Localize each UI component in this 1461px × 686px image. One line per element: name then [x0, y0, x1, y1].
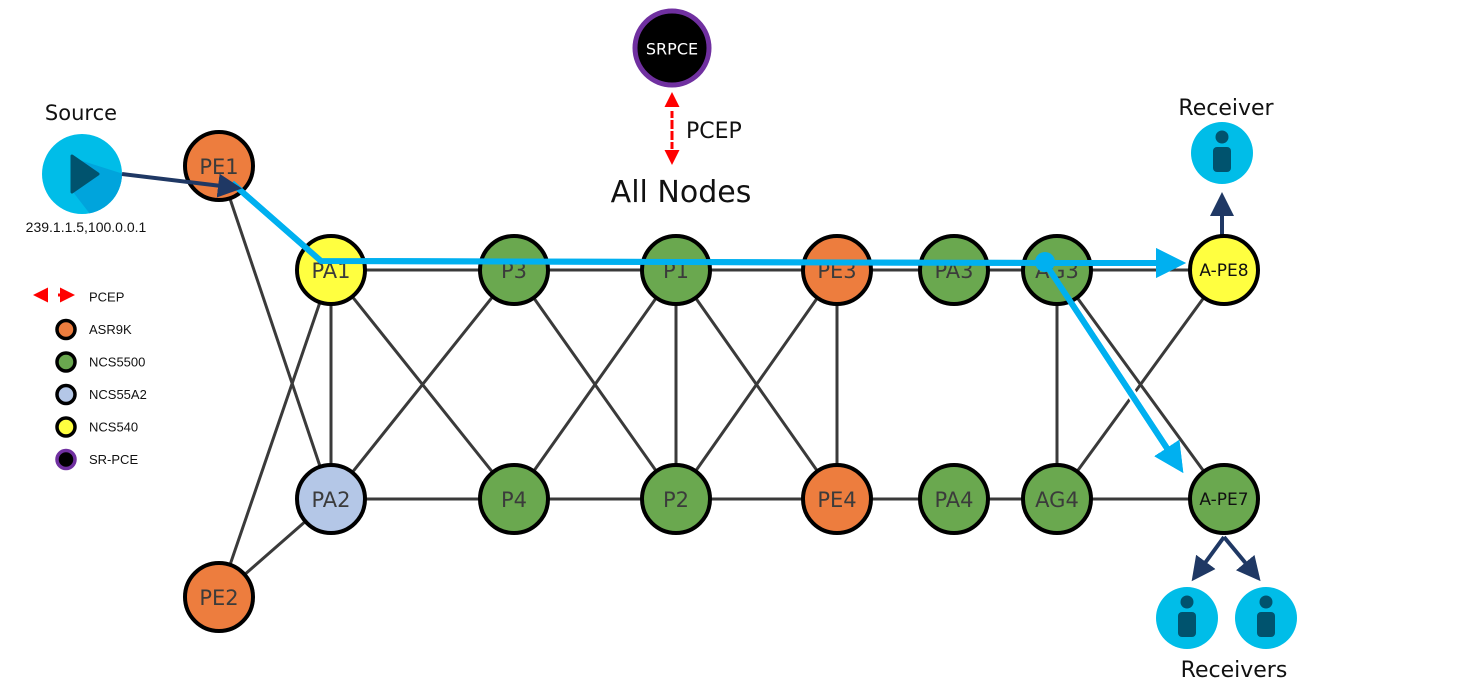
person-icon-body: [1257, 612, 1275, 637]
ape7-to-receiver2-arrow: [1222, 535, 1261, 582]
srpce-legend-icon: [55, 448, 77, 471]
router-circle: [183, 561, 255, 633]
receiver-label: Receiver: [1178, 96, 1274, 121]
receiver-endpoint-2[interactable]: [1235, 587, 1297, 649]
receiver-endpoint-1[interactable]: [1156, 587, 1218, 649]
ncs55a2-legend-icon: [55, 383, 77, 406]
router-circle: [918, 234, 990, 306]
person-icon-head: [1180, 595, 1194, 609]
router-circle: [1021, 234, 1093, 306]
link-p4-p1: [512, 269, 678, 500]
ncs5500-legend-icon: [55, 351, 77, 373]
all-nodes-label: All Nodes: [611, 175, 752, 210]
router-node-pa4[interactable]: PA4: [918, 463, 990, 535]
router-circle: [478, 463, 550, 535]
source-endpoint[interactable]: [42, 134, 130, 214]
router-label: PA2: [311, 488, 350, 512]
legend-item-ncs55a2: NCS55A2: [55, 383, 147, 406]
router-circle: [640, 234, 712, 306]
legend-label: ASR9K: [89, 322, 132, 337]
legend-label: PCEP: [89, 290, 124, 305]
source-to-pe1-arrow: [121, 172, 242, 198]
srpce-label: SRPCE: [646, 40, 698, 59]
router-node-pe3[interactable]: PE3: [801, 234, 873, 306]
router-circle: [478, 234, 550, 306]
multicast-path-branch-ape7-overlay: [1042, 261, 1184, 474]
router-circle: [640, 463, 712, 535]
legend-label: NCS540: [89, 420, 138, 435]
receiver-endpoint[interactable]: [1191, 122, 1253, 184]
replication-point-dot: [1035, 252, 1055, 272]
router-label: P4: [501, 488, 527, 512]
nodes-layer: PE1PE2PA1PA2P3P4P1P2PE3PE4PA3PA4AG3AG4A-…: [183, 130, 1260, 633]
receivers-label: Receivers: [1181, 658, 1288, 683]
person-icon-head: [1215, 130, 1229, 144]
router-node-pa2[interactable]: PA2: [295, 463, 367, 535]
legend-label: NCS55A2: [89, 387, 147, 402]
router-circle: [1021, 463, 1093, 535]
router-circle: [918, 463, 990, 535]
link-pe1-pa2: [217, 165, 333, 500]
person-icon-body: [1178, 612, 1196, 637]
router-node-pe2[interactable]: PE2: [183, 561, 255, 633]
play-icon: [70, 154, 100, 194]
router-label: PE2: [199, 586, 238, 610]
router-node-p3[interactable]: P3: [478, 234, 550, 306]
router-node-ape8[interactable]: A-PE8: [1188, 234, 1260, 306]
router-node-ag3[interactable]: AG3: [1021, 234, 1093, 306]
asr9k-legend-icon: [55, 318, 77, 341]
router-circle: [801, 463, 873, 535]
router-label: P2: [663, 488, 689, 512]
legend-label: SR-PCE: [89, 452, 138, 467]
pcep-label: PCEP: [686, 119, 742, 144]
router-label: PE4: [817, 488, 856, 512]
legend-item-ncs540: NCS540: [55, 416, 138, 438]
links-layer: [217, 164, 1226, 599]
router-circle: [1188, 234, 1260, 306]
legend-item-ncs5500: NCS5500: [55, 351, 145, 373]
multicast-path-trunk-overlay: [230, 180, 1046, 266]
multicast-path-overlay: [230, 180, 1186, 474]
ape7-to-receiver1-arrow: [1191, 535, 1226, 582]
srpce-node-circle: [632, 8, 712, 88]
router-circle: [1188, 463, 1260, 535]
person-icon-head: [1259, 595, 1273, 609]
legend-label: NCS5500: [89, 355, 145, 370]
router-label: AG4: [1035, 488, 1079, 512]
source-address: 239.1.1.5,100.0.0.1: [26, 219, 147, 235]
router-node-pa3[interactable]: PA3: [918, 234, 990, 306]
router-node-p1[interactable]: P1: [640, 234, 712, 306]
legend-item-asr9k: ASR9K: [55, 318, 132, 341]
source-label: Source: [45, 101, 117, 125]
link-p2-pe3: [674, 269, 839, 500]
link-pe2-pa1: [217, 269, 333, 598]
router-node-ape7[interactable]: A-PE7: [1188, 463, 1260, 535]
srpce-controller[interactable]: SRPCE: [632, 8, 712, 88]
router-circle: [801, 234, 873, 306]
router-label: PE1: [199, 155, 238, 179]
router-node-ag4[interactable]: AG4: [1021, 463, 1093, 535]
router-label: PA4: [934, 488, 973, 512]
link-ag4-ape8: [1055, 269, 1226, 500]
legend-item-srpce: SR-PCE: [55, 448, 138, 471]
person-icon-body: [1213, 147, 1231, 172]
router-circle: [295, 463, 367, 535]
router-node-p4[interactable]: P4: [478, 463, 550, 535]
router-node-p2[interactable]: P2: [640, 463, 712, 535]
link-pa2-p3: [329, 269, 516, 500]
legend-item-pcep-arrow: PCEP: [33, 287, 124, 305]
router-label: A-PE8: [1199, 261, 1248, 281]
router-node-pe4[interactable]: PE4: [801, 463, 873, 535]
ncs540-legend-icon: [55, 416, 77, 438]
router-label: A-PE7: [1199, 490, 1248, 510]
